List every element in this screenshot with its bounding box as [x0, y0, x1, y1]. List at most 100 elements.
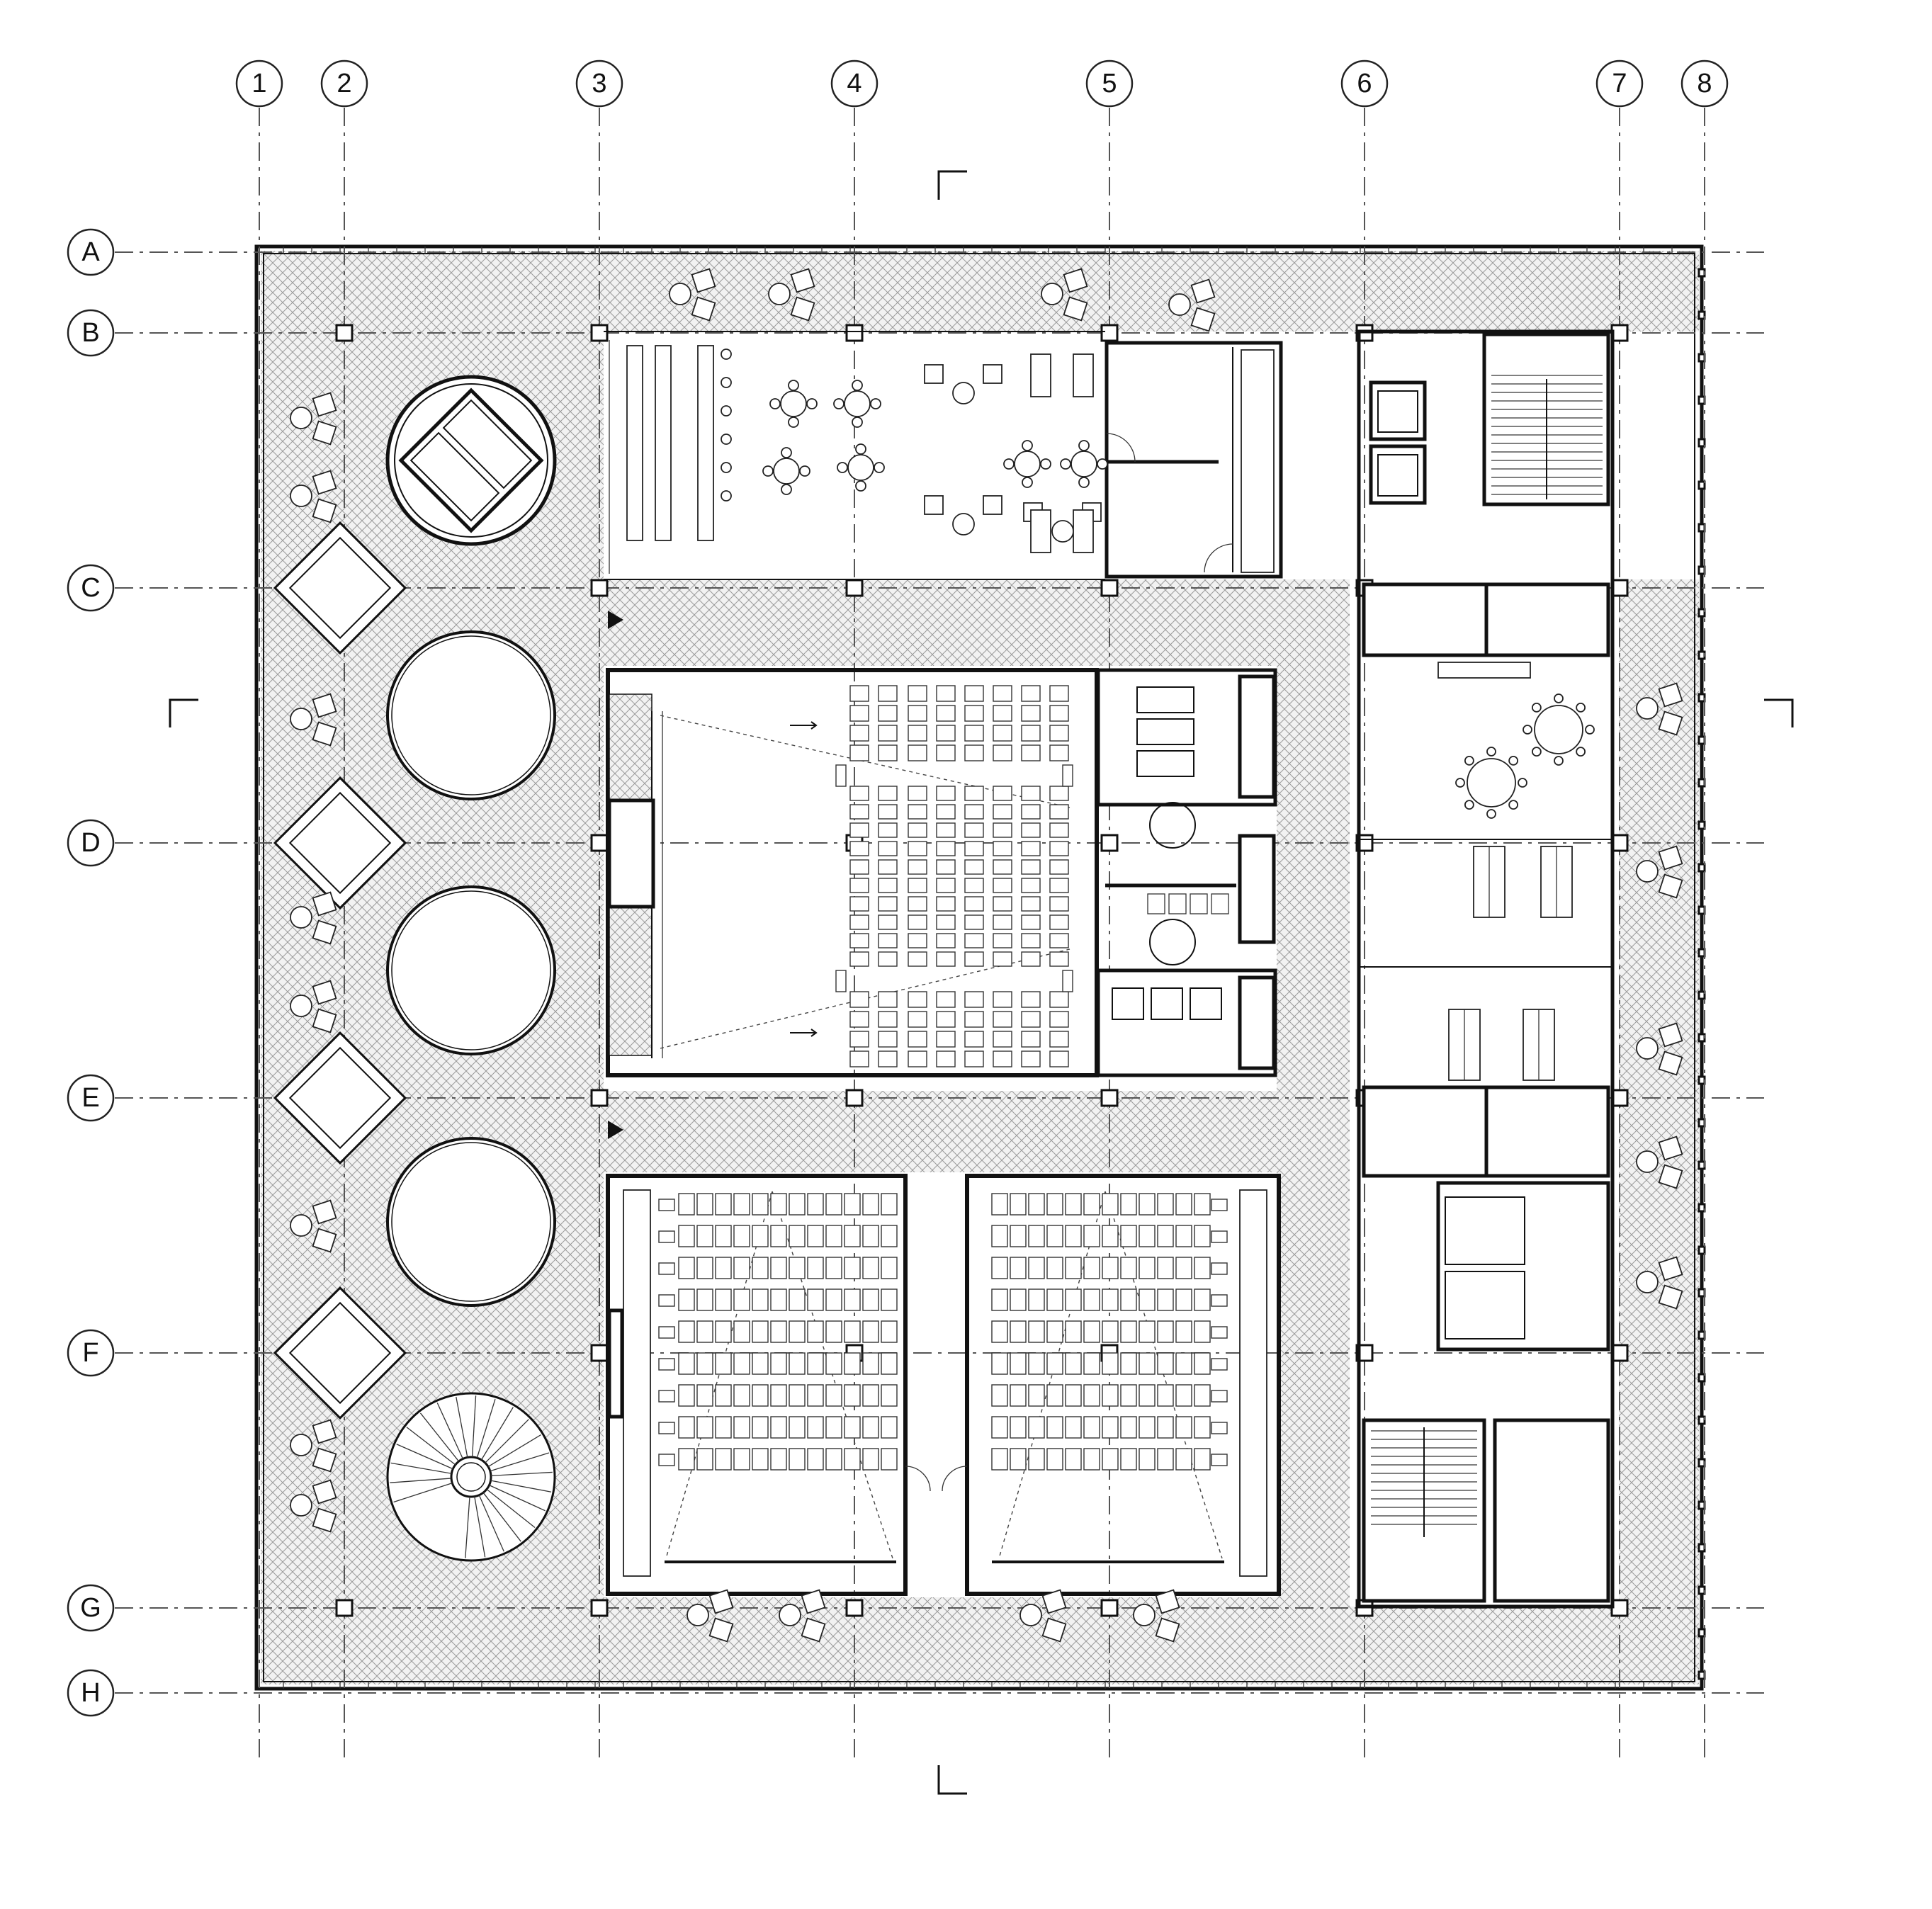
seat [678, 1320, 695, 1343]
cafe-chair [833, 398, 844, 409]
cafe-table [847, 454, 874, 481]
seat [678, 1352, 695, 1375]
seat [1028, 1225, 1045, 1247]
seat [1021, 685, 1041, 702]
armchair [312, 1479, 337, 1505]
mullion [1697, 608, 1706, 618]
mullion [1697, 1330, 1706, 1340]
seat [993, 991, 1012, 1008]
seat [878, 896, 898, 912]
seat [807, 1320, 824, 1343]
seat [733, 1352, 750, 1375]
grid-label-col-4: 4 [847, 69, 862, 98]
seat [1194, 1352, 1211, 1375]
seat [908, 859, 927, 875]
side-table [1041, 283, 1063, 305]
seat [878, 859, 898, 875]
mullion [1697, 310, 1706, 320]
rotunda-with-elevator [385, 375, 557, 546]
armchair [790, 296, 815, 322]
seat [993, 1031, 1012, 1048]
seat [844, 1448, 861, 1471]
seat [658, 1390, 675, 1403]
seat [878, 1011, 898, 1028]
wc-stall [1136, 718, 1194, 745]
cafe-chair [762, 465, 774, 477]
seat [770, 1193, 787, 1216]
mullion [1697, 1160, 1706, 1170]
seat [1102, 1448, 1119, 1471]
chair [1554, 693, 1564, 703]
seat [1211, 1358, 1228, 1371]
bar-stool [721, 490, 732, 502]
seat [752, 1352, 769, 1375]
seat [1175, 1225, 1192, 1247]
seat [1046, 1257, 1063, 1279]
seat [1211, 1262, 1228, 1275]
seat [908, 1011, 927, 1028]
seat [807, 1416, 824, 1439]
seat [1049, 804, 1069, 820]
grid-label-col-2: 2 [337, 69, 351, 98]
side-table [669, 283, 691, 305]
mullion [1697, 693, 1706, 703]
seat [1157, 1352, 1174, 1375]
cinema-lobby-corridor [905, 1183, 968, 1587]
column [1100, 1089, 1119, 1107]
bar-stool [721, 434, 732, 445]
seat [1010, 1352, 1027, 1375]
side-table [290, 995, 312, 1017]
seat [1157, 1320, 1174, 1343]
seat [658, 1294, 675, 1307]
seat [936, 1050, 956, 1067]
seat [752, 1257, 769, 1279]
column [590, 834, 609, 852]
seat [1194, 1448, 1211, 1471]
seat [908, 685, 927, 702]
seat [1046, 1384, 1063, 1407]
armchair [801, 1617, 826, 1643]
seat [1049, 1011, 1069, 1028]
seat [1139, 1225, 1156, 1247]
seat [936, 725, 956, 742]
seat [849, 705, 869, 722]
armchair [708, 1617, 734, 1643]
side-table [1019, 1604, 1042, 1626]
seat [825, 1416, 842, 1439]
seat [770, 1416, 787, 1439]
cafe-table [1014, 451, 1041, 477]
seat [878, 1050, 898, 1067]
seat [964, 859, 984, 875]
column [590, 1089, 609, 1107]
seat [1083, 1288, 1100, 1311]
seat [1021, 744, 1041, 761]
seat [881, 1257, 898, 1279]
stair-tread [482, 1492, 521, 1542]
seat [844, 1257, 861, 1279]
seat [936, 878, 956, 893]
seat [678, 1225, 695, 1247]
armchair [1658, 710, 1683, 736]
seat [1046, 1288, 1063, 1311]
seat [1194, 1416, 1211, 1439]
cafe-chair [1022, 440, 1033, 451]
seat [908, 725, 927, 742]
seat [696, 1416, 713, 1439]
lounge-table [1051, 520, 1074, 543]
seat [825, 1384, 842, 1407]
mullion [1697, 1033, 1706, 1043]
bar-stool [721, 349, 732, 360]
seat [733, 1384, 750, 1407]
seat [1102, 1352, 1119, 1375]
seat [908, 744, 927, 761]
stair-tread [489, 1485, 546, 1512]
entrance-arrows [608, 611, 623, 1139]
seat [1028, 1416, 1045, 1439]
seat [658, 1230, 675, 1243]
armchair [1041, 1617, 1067, 1643]
aisle-seat [835, 764, 847, 787]
seat [936, 951, 956, 967]
stair-tread [390, 1478, 452, 1483]
side-table [1636, 860, 1659, 883]
cinema-seating [658, 1193, 1228, 1471]
